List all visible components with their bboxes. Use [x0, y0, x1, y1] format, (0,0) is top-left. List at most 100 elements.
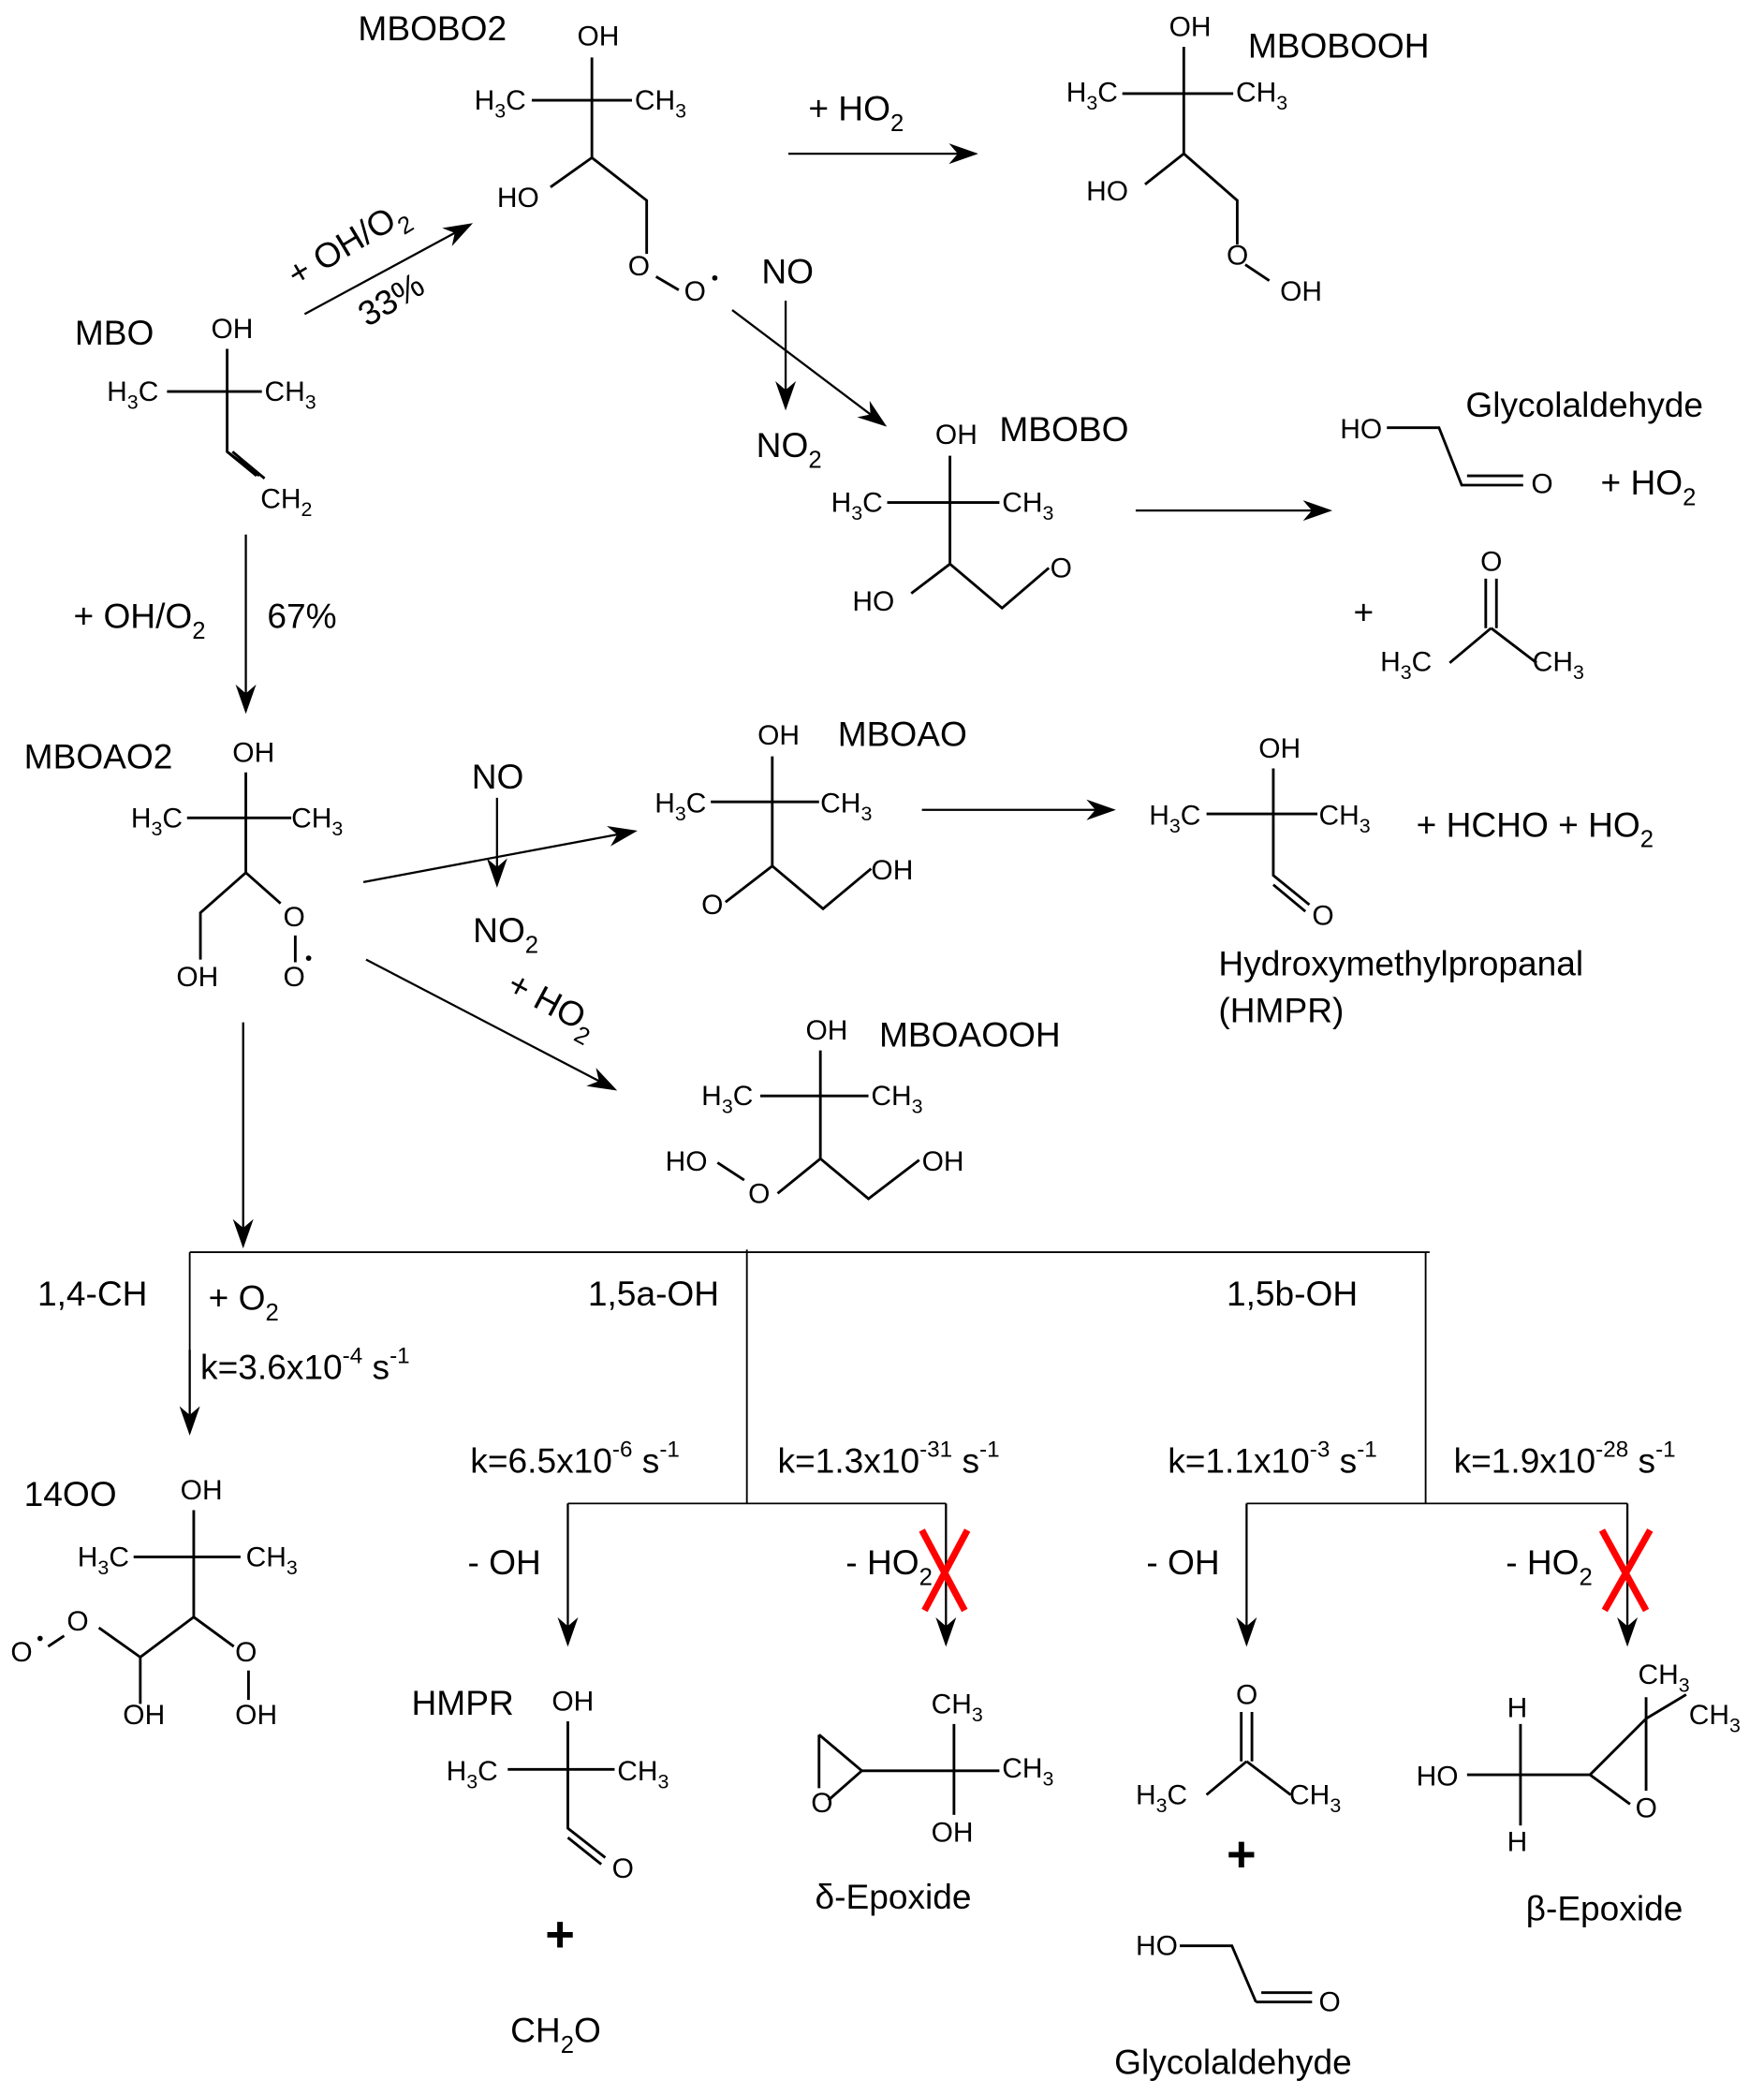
- branch-label: 1,5a-OH: [588, 1274, 719, 1313]
- reaction-arrow: [303, 223, 474, 316]
- bond: [531, 57, 680, 291]
- atom-h3c: H3C: [1066, 77, 1118, 114]
- atom-o: O: [628, 251, 650, 282]
- atom-o: O: [1236, 1679, 1257, 1710]
- atom-ch3: CH3: [871, 1081, 922, 1118]
- atom-oh: OH: [1169, 12, 1212, 43]
- compound-label: HMPR: [412, 1683, 514, 1722]
- atom-oh: OH: [935, 420, 978, 450]
- reaction-arrow: [362, 825, 638, 883]
- atom-oh: OH: [176, 962, 218, 993]
- reagent-in: NO: [761, 252, 814, 291]
- radical-dot: [305, 955, 312, 962]
- atom-h3c: H3C: [131, 803, 183, 840]
- branch-percent: 33%: [351, 264, 431, 333]
- compound-label: MBOAO: [838, 714, 967, 753]
- loss-label: - OH: [467, 1542, 540, 1582]
- atom-ch3: CH3: [1236, 77, 1287, 114]
- atom-ch3: CH3: [1689, 1700, 1741, 1737]
- atom-ch3: CH3: [1002, 1753, 1053, 1791]
- compound-label: Glycolaldehyde: [1114, 2043, 1352, 2082]
- branch-percent: 67%: [267, 597, 336, 636]
- atom-ch3: CH3: [617, 1756, 669, 1793]
- atom-oh: OH: [577, 22, 619, 52]
- branch-label: 1,5b-OH: [1227, 1274, 1358, 1313]
- atom-o: O: [1312, 900, 1333, 931]
- bond: [167, 348, 266, 479]
- atom-h3c: H3C: [475, 85, 526, 123]
- compound-label: MBOBOOH: [1248, 25, 1430, 65]
- compound-hmpr-bottom: HMPR OH H3C CH3 O + CH2O: [412, 1683, 669, 2058]
- plus-sign: +: [545, 1906, 575, 1962]
- atom-oh: OH: [805, 1015, 847, 1046]
- rate-constant: k=3.6x10-4 s-1: [200, 1344, 410, 1387]
- atom-h3c: H3C: [831, 488, 883, 525]
- atom-ch3: CH3: [635, 85, 686, 123]
- bond: [817, 1723, 1000, 1815]
- atom-o-radical: O: [10, 1637, 32, 1668]
- atom-o-radical: O: [284, 962, 305, 993]
- reagent-label: + OH/O2: [73, 597, 205, 644]
- atom-ho: HO: [1340, 414, 1382, 445]
- branch-1-5a-oh: 1,5a-OH k=6.5x10-6 s-1 k=1.3x10-31 s-1 -…: [467, 1274, 1000, 1613]
- rate-constant: k=1.9x10-28 s-1: [1454, 1437, 1676, 1480]
- loss-label: - HO2: [845, 1542, 933, 1590]
- compound-acetone-bottom: O H3C CH3 +: [1136, 1679, 1341, 1881]
- atom-oh: OH: [181, 1475, 223, 1506]
- reaction-mbobo2-to-mbobooh: + HO2: [787, 88, 978, 165]
- atom-ch3: CH3: [1318, 800, 1370, 837]
- atom-o: O: [235, 1637, 257, 1668]
- atom-o: O: [1227, 241, 1248, 272]
- branch-line: [188, 1249, 1628, 1505]
- branch-1-4-ch: 1,4-CH + O2 k=3.6x10-4 s-1: [37, 1274, 410, 1386]
- atom-h: H: [1507, 1826, 1528, 1857]
- compound-label: MBOBO2: [358, 8, 507, 48]
- atom-h3c: H3C: [1380, 646, 1432, 684]
- atom-ch3: CH3: [1533, 646, 1584, 684]
- reaction-arrow: [731, 309, 888, 427]
- atom-ch3: CH3: [265, 376, 316, 414]
- reaction-arrow: [365, 958, 618, 1091]
- atom-ch3: CH3: [932, 1689, 983, 1726]
- bond: [887, 455, 1051, 611]
- branch-label: 1,4-CH: [37, 1274, 147, 1313]
- compound-delta-epoxide: CH3 CH3 OH O δ-Epoxide: [811, 1689, 1053, 1915]
- compound-mboaooh: MBOAOOH OH H3C CH3 HO O OH: [666, 1014, 1061, 1209]
- blocked-x-icon: [1598, 1528, 1654, 1613]
- compound-glycolaldehyde-top: Glycolaldehyde HO O + HO2: [1340, 385, 1703, 510]
- compound-label: MBOAO2: [24, 737, 173, 776]
- atom-oh: OH: [551, 1687, 594, 1718]
- compound-mbobooh: MBOBOOH OH H3C CH3 HO O OH: [1066, 12, 1430, 308]
- atom-ho: HO: [1136, 1931, 1178, 1962]
- atom-o: O: [701, 890, 723, 921]
- compound-mboao: MBOAO OH H3C CH3 O OH: [654, 714, 967, 921]
- bond: [47, 1510, 250, 1704]
- reagent-label: + HO2: [497, 964, 604, 1051]
- atom-o: O: [66, 1606, 88, 1637]
- blocked-x-icon: [919, 1528, 971, 1613]
- atom-h3c: H3C: [701, 1081, 753, 1118]
- bond: [1206, 768, 1318, 913]
- atom-oh: OH: [932, 1817, 974, 1848]
- atom-ho: HO: [1417, 1761, 1459, 1792]
- compound-mbobo: MBOBO OH H3C CH3 HO O: [831, 409, 1129, 617]
- bond: [1466, 1693, 1687, 1826]
- atom-o: O: [1051, 553, 1072, 583]
- plus-sign: +: [1227, 1826, 1257, 1882]
- reagent-label: + HO2: [808, 88, 904, 136]
- compound-abbr: (HMPR): [1218, 991, 1344, 1030]
- compound-mbobo2: MBOBO2 OH H3C CH3 HO O O: [358, 8, 718, 307]
- reaction-mboao2-to-mboaooh: + HO2: [365, 958, 618, 1091]
- bond: [711, 756, 873, 911]
- radical-dot: [712, 274, 718, 281]
- atom-ch3: CH3: [291, 803, 343, 840]
- branch-1-5b-oh: 1,5b-OH k=1.1x10-3 s-1 k=1.9x10-28 s-1 -…: [1146, 1274, 1676, 1613]
- atom-oh: OH: [235, 1700, 277, 1731]
- bond: [1180, 1944, 1313, 2004]
- atom-ch3: CH3: [1002, 488, 1053, 525]
- coproduct: CH2O: [510, 2010, 601, 2058]
- atom-ho: HO: [1086, 176, 1128, 207]
- atom-h3c: H3C: [1149, 800, 1200, 837]
- reagent-label: + O2: [209, 1277, 279, 1325]
